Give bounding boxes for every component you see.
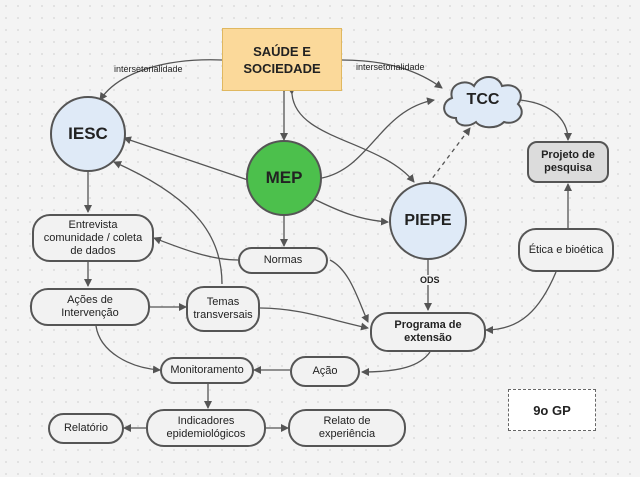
group-tag-label: 9o GP xyxy=(533,402,571,418)
edge-acoes-monitoramento xyxy=(95,325,161,374)
node-saude-e-sociedade[interactable]: SAÚDE E SOCIEDADE xyxy=(222,28,342,91)
edge-temas-iesc xyxy=(113,161,223,285)
node-normas[interactable]: Normas xyxy=(238,247,328,274)
edge-saude-piepe xyxy=(287,86,415,183)
edge-saude-iesc xyxy=(99,59,223,101)
node-projeto-de-pesquisa[interactable]: Projeto de pesquisa xyxy=(527,141,609,183)
edge-label-intersetorialidade-left: intersetorialidade xyxy=(114,64,183,74)
node-tcc-label: TCC xyxy=(466,91,500,108)
node-indicadores-epidemiologicos[interactable]: Indicadores epidemiológicos xyxy=(146,409,266,447)
edge-mep-iesc xyxy=(123,136,249,181)
edge-normas-entrevista xyxy=(153,236,239,261)
node-mep-label: MEP xyxy=(265,168,303,187)
node-relatorio-label: Relatório xyxy=(63,422,109,434)
node-temas-label: Temas transversais xyxy=(193,296,253,321)
edge-etica-programa xyxy=(485,271,557,334)
edge-tcc-projeto xyxy=(519,99,572,141)
node-iesc-label: IESC xyxy=(68,124,108,143)
node-projeto-label: Projeto de pesquisa xyxy=(541,149,595,174)
node-iesc[interactable]: IESC xyxy=(50,96,126,172)
node-acao-label: Ação xyxy=(312,365,338,377)
edge-mep-piepe xyxy=(311,197,389,226)
node-relatorio[interactable]: Relatório xyxy=(48,413,124,444)
node-monitoramento[interactable]: Monitoramento xyxy=(160,357,254,384)
node-acoes-de-intervencao[interactable]: Ações de Intervenção xyxy=(30,288,150,326)
node-etica-e-bioetica[interactable]: Ética e bioética xyxy=(518,228,614,272)
node-normas-label: Normas xyxy=(263,254,303,266)
edge-saude-tcc xyxy=(341,59,443,89)
edge-temas-programa xyxy=(259,307,369,331)
edge-normas-programa xyxy=(329,259,369,323)
node-acao[interactable]: Ação xyxy=(290,356,360,387)
node-tcc[interactable]: TCC xyxy=(436,70,530,130)
node-relato-de-experiencia[interactable]: Relato de experiência xyxy=(288,409,406,447)
node-indicadores-label: Indicadores epidemiológicos xyxy=(166,415,246,440)
node-entrevista[interactable]: Entrevista comunidade / coleta de dados xyxy=(32,214,154,262)
node-programa-label: Programa de extensão xyxy=(394,319,462,344)
node-relato-label: Relato de experiência xyxy=(318,415,376,440)
edge-label-ods: ODS xyxy=(418,275,442,285)
group-tag-9o-gp: 9o GP xyxy=(508,389,596,431)
node-piepe[interactable]: PIEPE xyxy=(389,182,467,260)
edge-mep-tcc xyxy=(321,97,435,179)
edge-programa-acao xyxy=(361,351,431,376)
node-etica-label: Ética e bioética xyxy=(528,243,604,256)
node-acoes-label: Ações de Intervenção xyxy=(61,294,119,319)
node-entrevista-label: Entrevista comunidade / coleta de dados xyxy=(43,218,143,257)
node-programa-de-extensao[interactable]: Programa de extensão xyxy=(370,312,486,352)
edge-piepe-tcc xyxy=(427,127,471,185)
node-temas-transversais[interactable]: Temas transversais xyxy=(186,286,260,332)
cloud-shape xyxy=(443,76,523,129)
edge-label-intersetorialidade-right: intersetorialidade xyxy=(356,62,425,72)
node-saude-label: SAÚDE E SOCIEDADE xyxy=(243,43,321,76)
node-piepe-label: PIEPE xyxy=(404,212,452,229)
node-monitoramento-label: Monitoramento xyxy=(170,364,244,376)
node-mep[interactable]: MEP xyxy=(246,140,322,216)
